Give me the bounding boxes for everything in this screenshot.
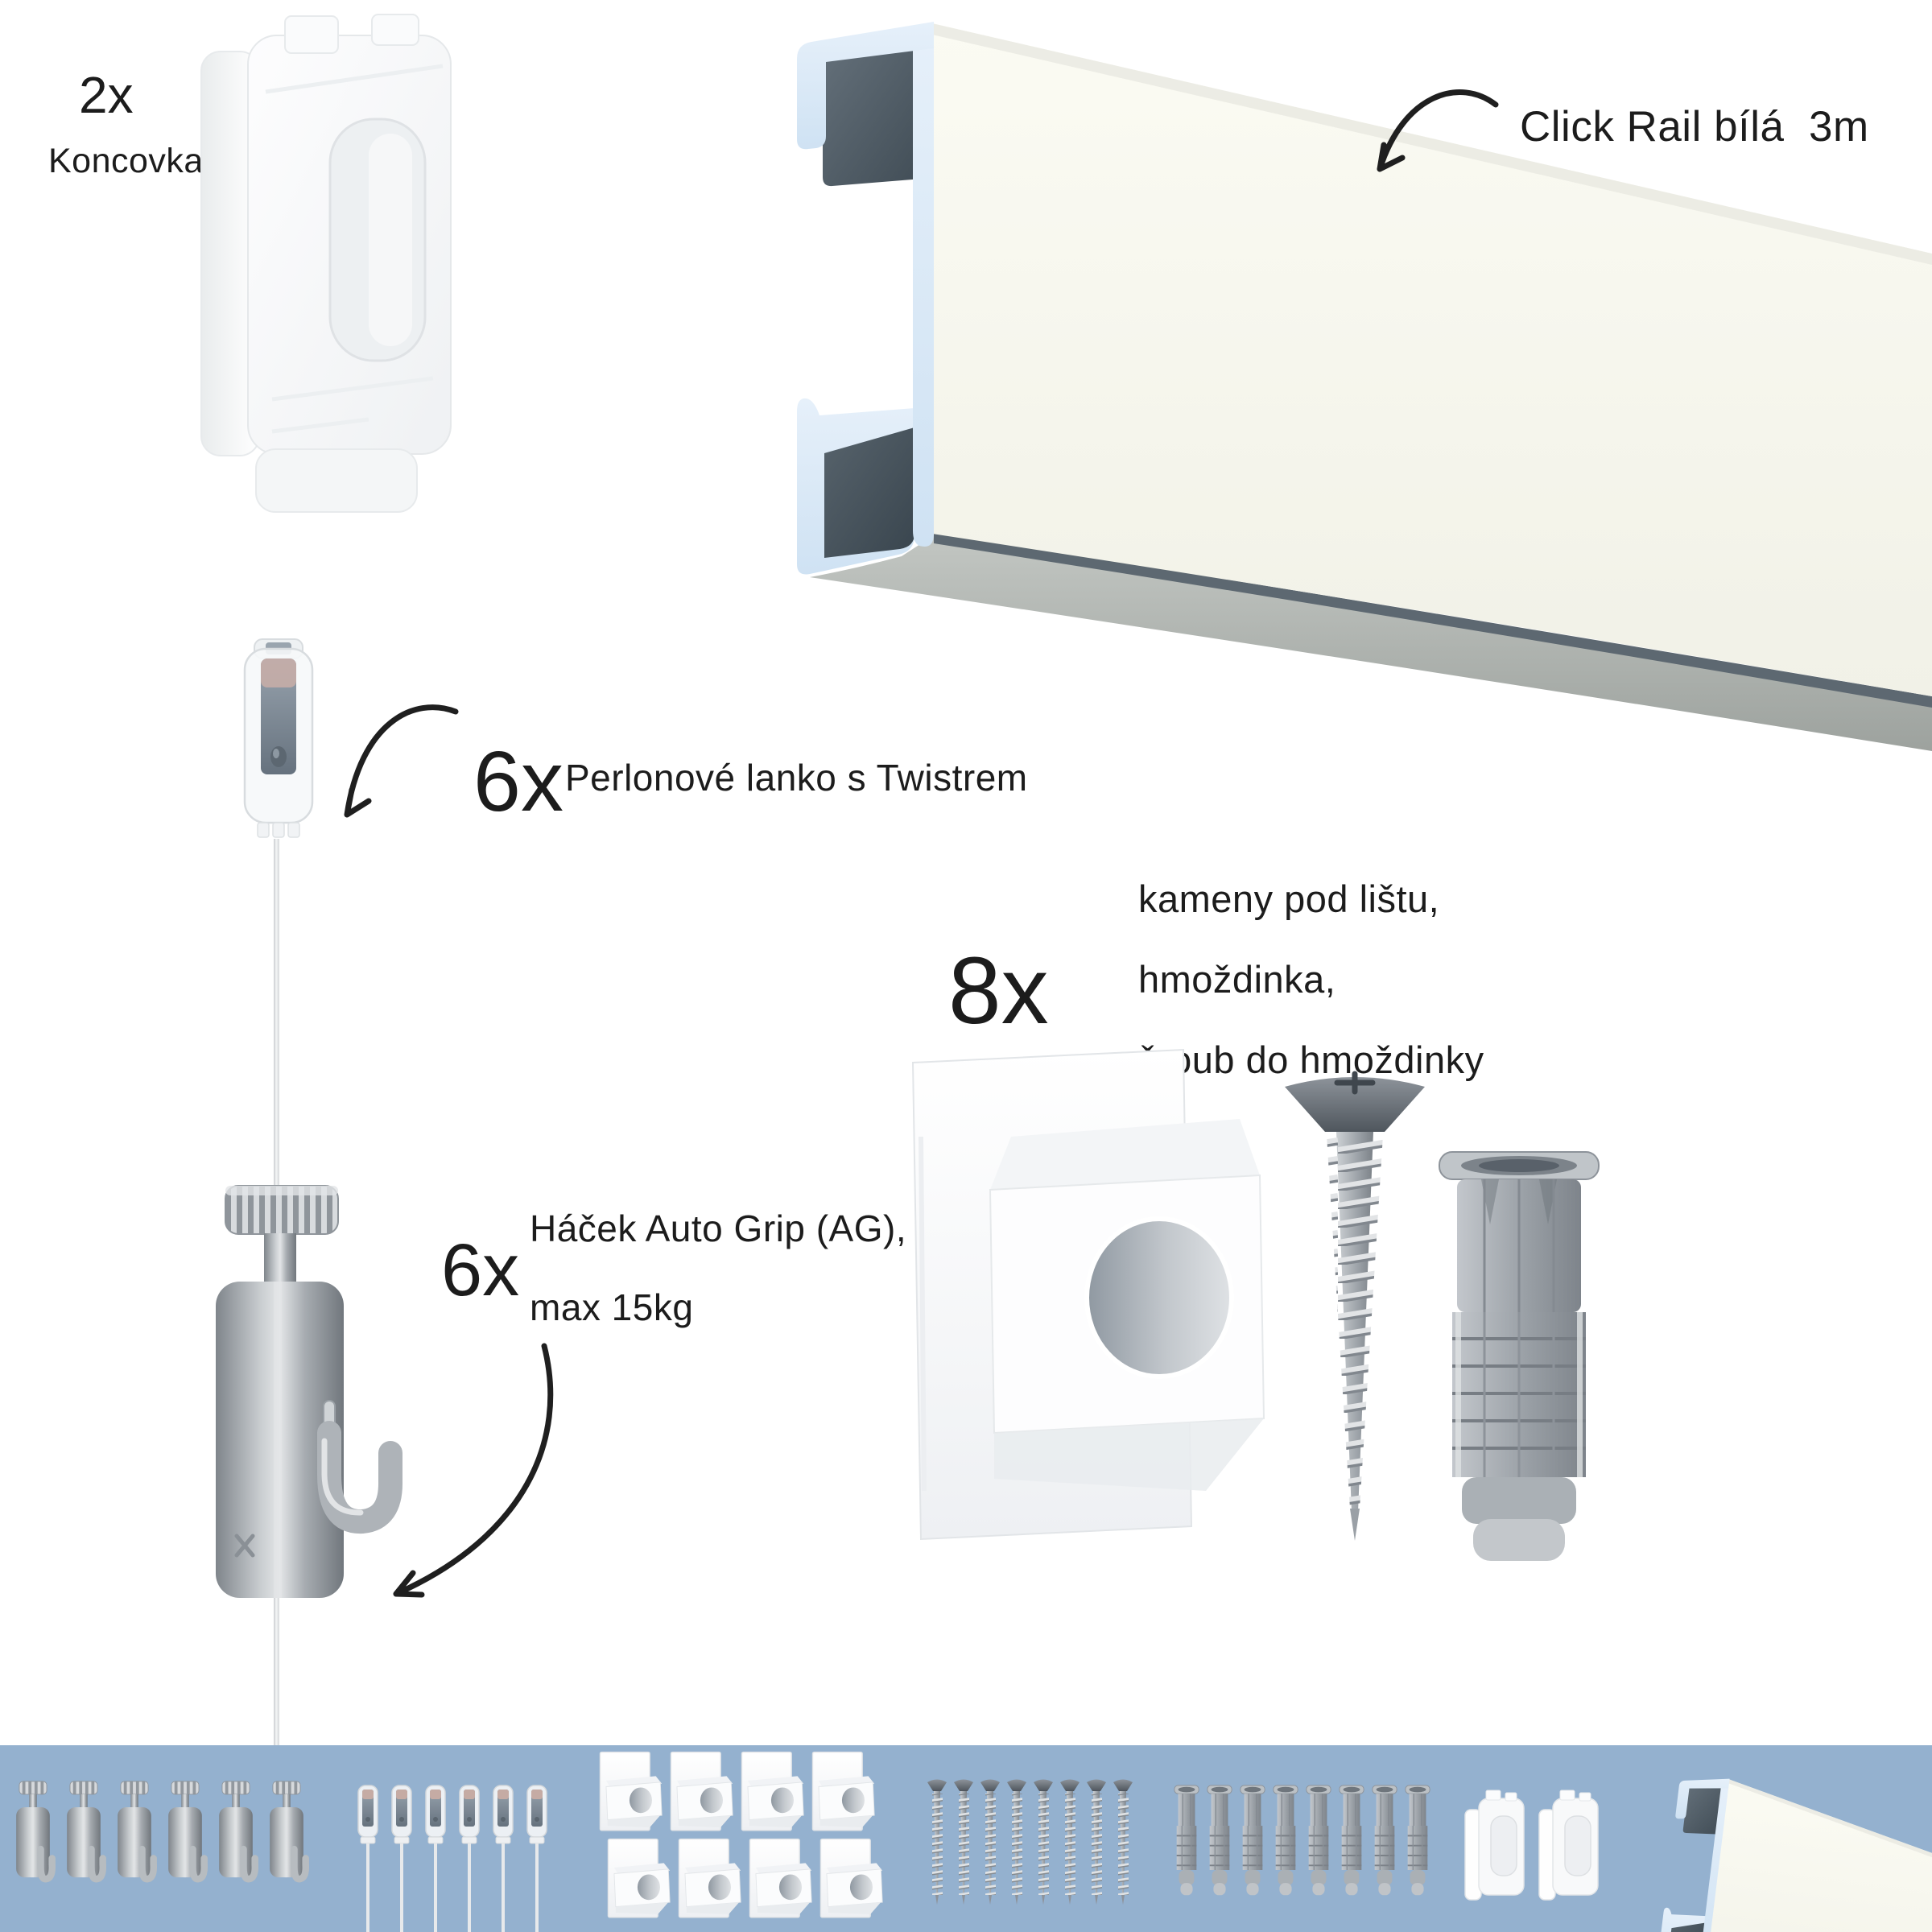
strip-item-perlon-twisters — [391, 1785, 412, 1932]
hook-brand-x-icon — [234, 1534, 255, 1558]
strip-item-screws — [1087, 1779, 1106, 1905]
strip-item-screws — [1113, 1779, 1133, 1905]
strip-item-screws — [1007, 1779, 1026, 1905]
strip-item-ag-hooks — [67, 1781, 103, 1879]
hook-label-line1: Háček Auto Grip (AG), — [530, 1208, 907, 1249]
endcap-label: Koncovka — [48, 142, 204, 180]
fixings-label-line1: kameny pod lištu, — [1138, 877, 1440, 920]
strip-item-screws — [1060, 1779, 1080, 1905]
strip-item-perlon-twisters — [493, 1785, 514, 1932]
click-rail-large — [797, 22, 1932, 751]
strip-item-wall-clips — [670, 1751, 733, 1831]
rail-label: Click Rail bílá 3m — [1520, 103, 1869, 151]
strip-item-perlon-twisters — [425, 1785, 446, 1932]
strip-item-wall-plugs — [1239, 1784, 1266, 1897]
curved-arrow-twister-icon — [344, 704, 459, 818]
strip-item-end-caps — [1538, 1790, 1599, 1901]
wall-plug-drawing — [1439, 1151, 1600, 1561]
strip-item-wall-plugs — [1206, 1784, 1233, 1897]
rail-illustration — [797, 22, 1932, 751]
wall-clip-drawing — [911, 1048, 1265, 1541]
fixings-label-line2: hmoždinka, — [1138, 958, 1336, 1001]
twister-illustration — [243, 638, 314, 838]
fixings-quantity: 8x — [948, 938, 1049, 1044]
ag-hook-drawing — [216, 1185, 402, 1598]
wall-plug-illustration — [1439, 1151, 1600, 1561]
wall-clip-illustration — [911, 1048, 1265, 1541]
strip-item-wall-clips — [811, 1751, 875, 1831]
hook-illustration — [216, 1185, 402, 1598]
strip-item-perlon-twisters — [526, 1785, 547, 1932]
strip-item-wall-plugs — [1371, 1784, 1398, 1897]
strip-item-end-caps — [1464, 1790, 1525, 1901]
strip-item-screws — [980, 1779, 1000, 1905]
strip-item-wall-plugs — [1305, 1784, 1332, 1897]
curved-arrow-hook-icon — [393, 1343, 554, 1598]
endcap-drawing — [200, 14, 452, 513]
strip-item-wall-clips — [599, 1751, 663, 1831]
strip-item-ag-hooks — [16, 1781, 52, 1879]
strip-item-screws — [954, 1779, 973, 1905]
strip-item-wall-clips — [749, 1838, 812, 1918]
strip-item-perlon-twisters — [459, 1785, 480, 1932]
strip-item-screws — [1034, 1779, 1053, 1905]
rail-small-illustration — [1652, 1773, 1932, 1932]
strip-item-screws — [927, 1779, 947, 1905]
strip-item-wall-clips — [607, 1838, 671, 1918]
twister-label: Perlonové lanko s Twistrem — [565, 757, 1028, 799]
screw-drawing — [1285, 1071, 1425, 1541]
strip-item-wall-plugs — [1173, 1784, 1200, 1897]
strip-item-wall-clips — [678, 1838, 741, 1918]
click-rail-small — [1652, 1773, 1932, 1932]
screw-illustration — [1285, 1071, 1425, 1541]
strip-item-ag-hooks — [270, 1781, 306, 1879]
strip-item-ag-hooks — [168, 1781, 204, 1879]
strip-item-wall-plugs — [1404, 1784, 1431, 1897]
strip-item-wall-clips — [741, 1751, 804, 1831]
twister-drawing — [243, 638, 314, 838]
strip-item-wall-clips — [819, 1838, 883, 1918]
strip-item-wall-plugs — [1272, 1784, 1299, 1897]
strip-item-perlon-twisters — [357, 1785, 378, 1932]
fixings-label-line3: šroub do hmoždinky — [1138, 1038, 1484, 1081]
hook-label-line2: max 15kg — [530, 1286, 694, 1328]
strip-item-ag-hooks — [219, 1781, 255, 1879]
strip-item-wall-plugs — [1338, 1784, 1365, 1897]
endcap-quantity: 2x — [79, 66, 134, 124]
kit-strip-items — [0, 1751, 1599, 1932]
strip-item-ag-hooks — [118, 1781, 154, 1879]
endcap-illustration — [200, 14, 452, 513]
hook-quantity: 6x — [441, 1229, 520, 1311]
twister-quantity: 6x — [473, 734, 564, 829]
